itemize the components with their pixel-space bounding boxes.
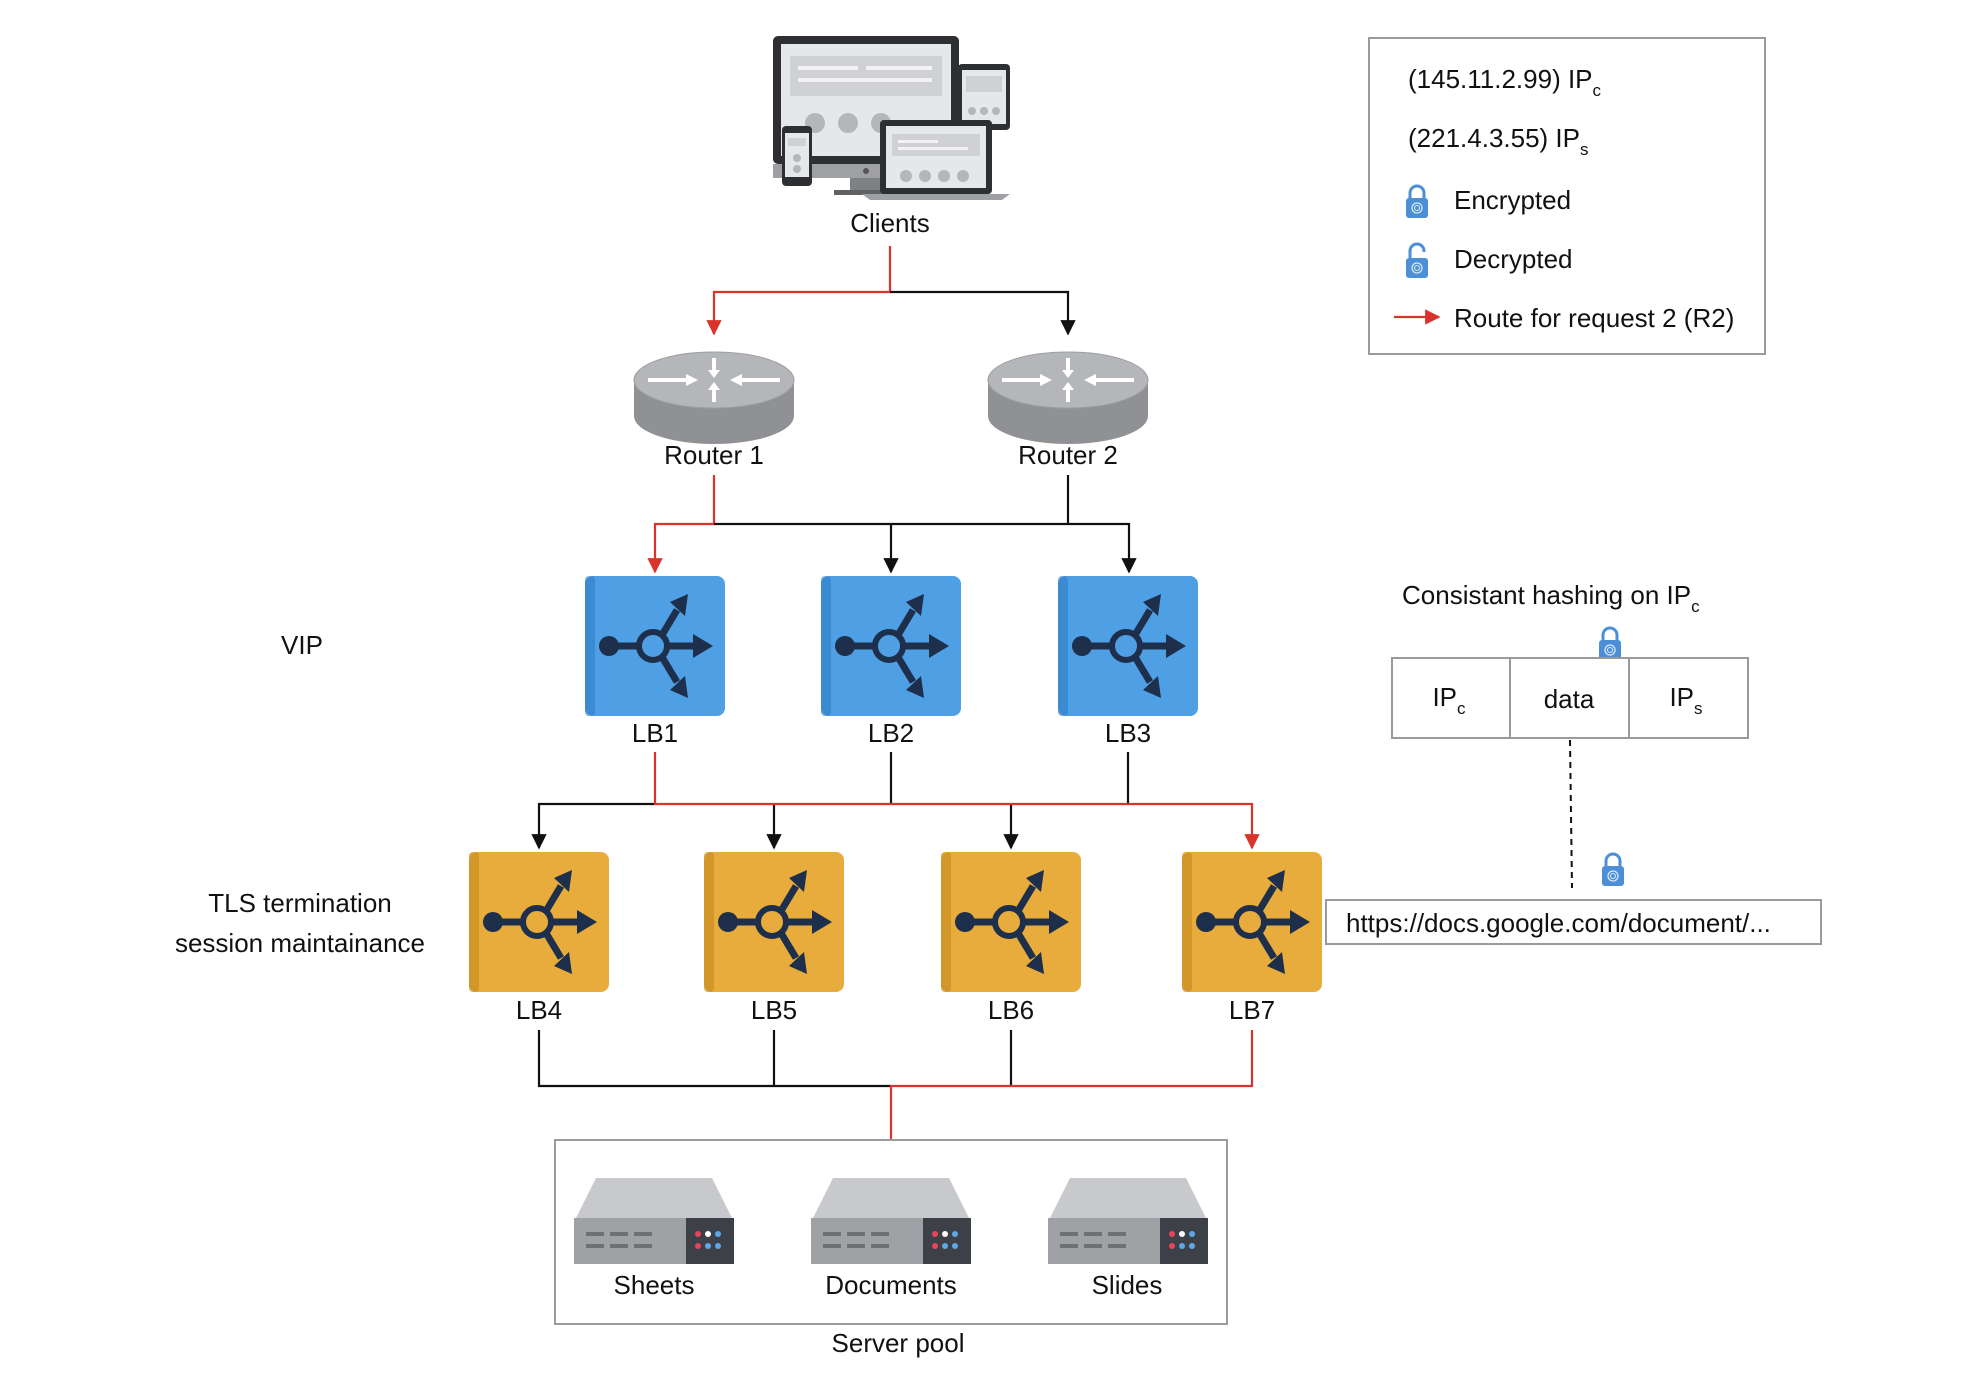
router-1-icon [632,350,796,446]
lb4-icon [469,852,609,992]
route-clients-router1 [706,246,892,336]
documents-label: Documents [825,1270,957,1300]
sheets-label: Sheets [614,1270,695,1300]
legend-server-ip: (221.4.3.55) IPs [1408,123,1589,159]
legend-decrypted-label: Decrypted [1454,244,1573,274]
url-box [1325,899,1822,945]
legend-box [1368,37,1766,355]
packet-cell-client-ip: IPc [1432,682,1466,718]
clients-label: Clients [850,208,929,238]
devices-icon [773,36,1010,200]
link-routers-lb3 [714,522,1137,574]
session-maintenance-label: session maintainance [175,928,425,958]
url-text: https://docs.google.com/document/... [1346,908,1771,938]
packet-cell-server-ip: IPs [1669,682,1702,718]
vip-label: VIP [281,630,323,660]
link-clients-router2 [890,290,1076,336]
lb7-icon [1182,852,1322,992]
sheets-server-icon [574,1178,734,1264]
lb5-label: LB5 [751,995,797,1025]
url-lock-icon [1600,852,1626,888]
hashing-title: Consistant hashing on IPc [1402,580,1700,616]
route-lb1-lb7 [653,752,1260,850]
documents-server-icon [811,1178,971,1264]
lb2-icon [821,576,961,716]
router-2-label: Router 2 [1018,440,1118,470]
route-lb7-documents [883,1030,1254,1184]
lb6-label: LB6 [988,995,1034,1025]
lb3-label: LB3 [1105,718,1151,748]
slides-label: Slides [1092,1270,1163,1300]
router-1-label: Router 1 [664,440,764,470]
route-router1-lb1 [647,475,716,574]
packet-url-dotted-link [1569,739,1573,889]
server-pool-label: Server pool [832,1328,965,1358]
legend-route-label: Route for request 2 (R2) [1454,303,1734,333]
lb5-icon [704,852,844,992]
link-lb4-bus [537,1030,891,1088]
hashing-lock-icon [1597,626,1623,662]
link-bus-lb4 [531,802,655,850]
router-2-icon [986,350,1150,446]
packet-cell-data: data [1544,684,1595,714]
legend-encrypted-label: Encrypted [1454,185,1571,215]
slides-server-icon [1048,1178,1208,1264]
lb6-icon [941,852,1081,992]
lb4-label: LB4 [516,995,562,1025]
packet-box [1391,657,1749,739]
tls-termination-label: TLS termination [208,888,392,918]
legend-client-ip: (145.11.2.99) IPc [1408,64,1602,100]
lb3-icon [1058,576,1198,716]
lb1-icon [585,576,725,716]
lb7-label: LB7 [1229,995,1275,1025]
lb2-label: LB2 [868,718,914,748]
lb1-label: LB1 [632,718,678,748]
